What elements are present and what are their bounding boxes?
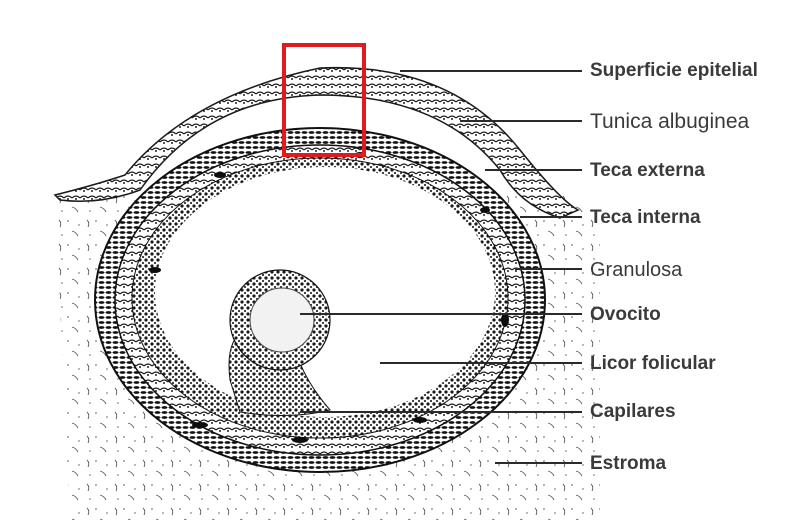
label-estroma: Estroma [590,454,666,473]
antrum [155,167,495,417]
label-capilares: Capilares [590,402,676,421]
label-teca-externa: Teca externa [590,161,705,180]
label-granulosa: Granulosa [590,260,682,280]
label-ovocito: Ovocito [590,305,661,324]
label-superficie-epitelial: Superficie epitelial [590,61,758,80]
label-tunica-albuginea: Tunica albuginea [590,111,749,132]
oocyte [250,288,314,352]
label-licor-folicular: Licor folicular [590,354,716,373]
label-teca-interna: Teca interna [590,208,701,227]
